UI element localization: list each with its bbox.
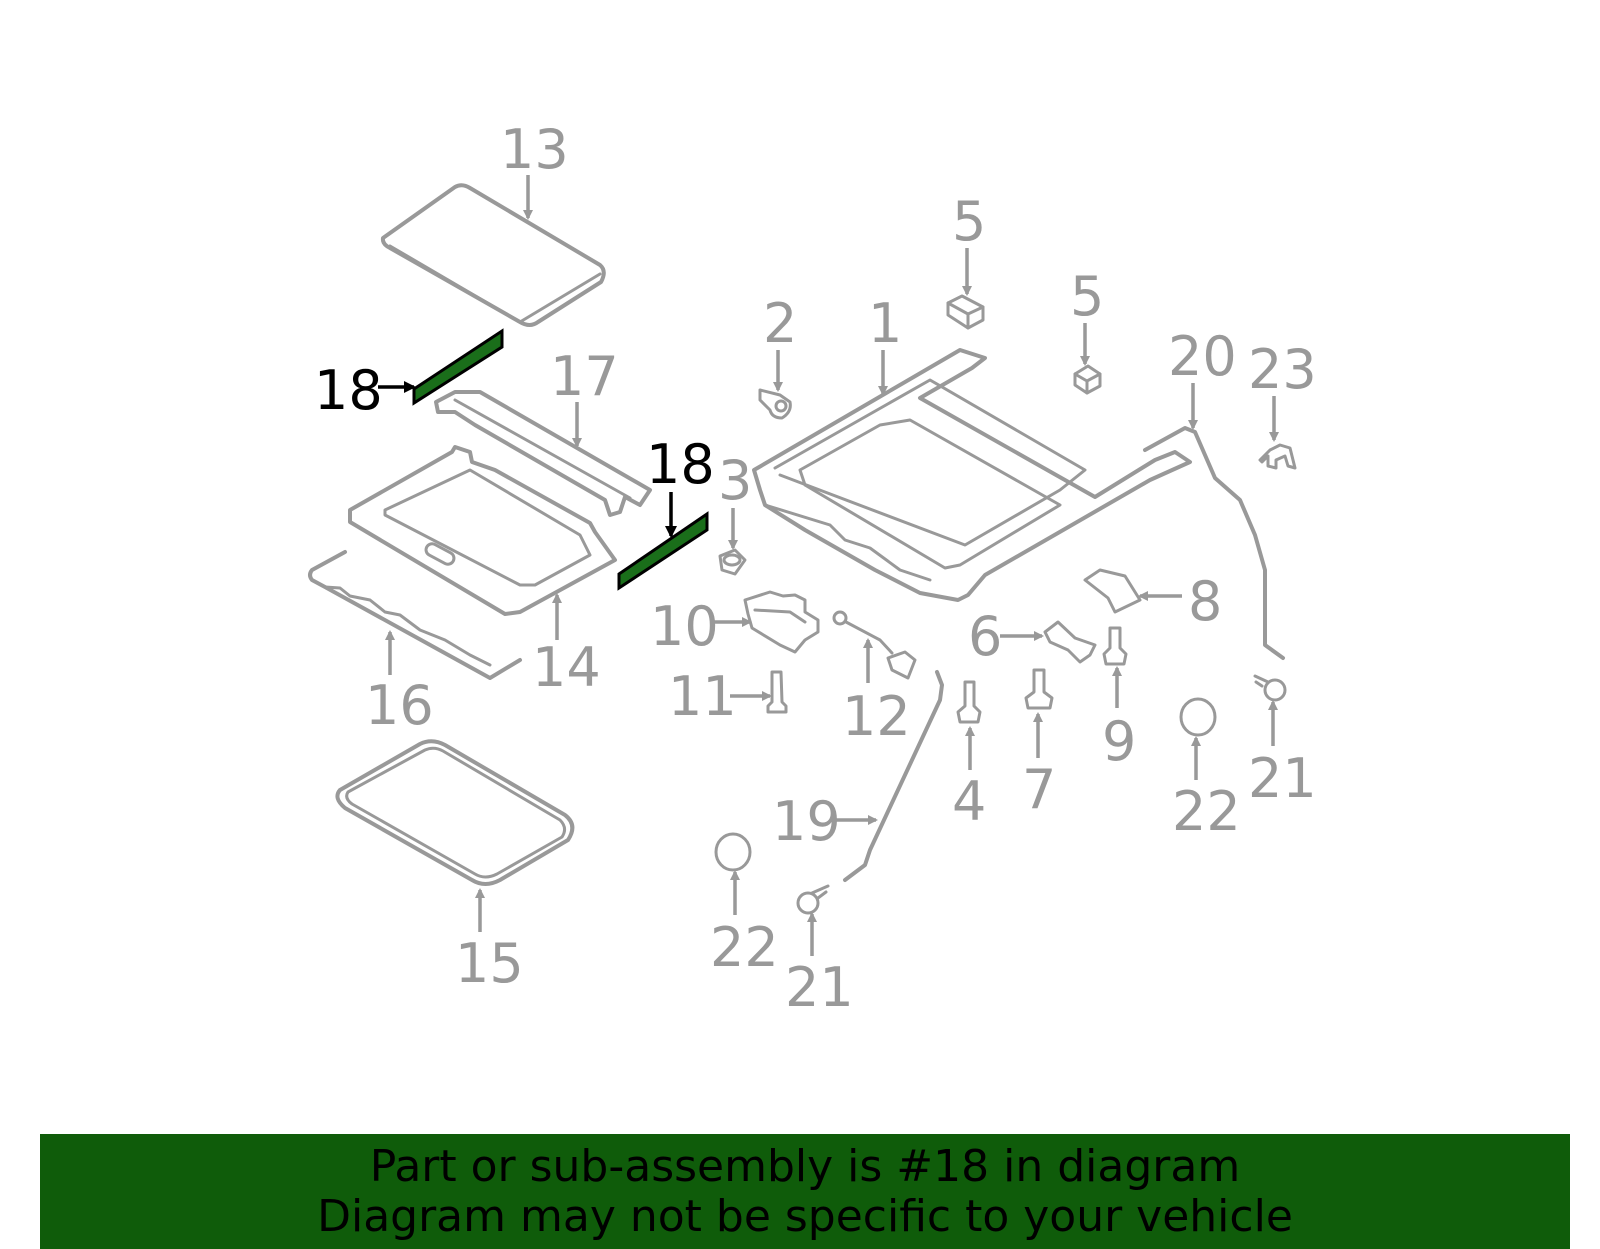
part-22-cap-right <box>1179 697 1217 737</box>
label-12: 12 <box>842 685 911 748</box>
label-4: 4 <box>952 770 986 833</box>
label-21-right: 21 <box>1248 747 1317 810</box>
info-banner: Part or sub-assembly is #18 in diagram D… <box>40 1134 1570 1249</box>
label-19: 19 <box>772 790 841 853</box>
part-15-seal <box>335 739 575 886</box>
part-5-block-b <box>1073 364 1102 395</box>
label-20: 20 <box>1168 325 1237 388</box>
label-16: 16 <box>365 674 434 737</box>
part-8-bracket <box>1083 568 1142 614</box>
banner-line-1: Part or sub-assembly is #18 in diagram <box>369 1140 1241 1192</box>
part-16-frame-strip <box>308 550 522 680</box>
part-13-glass-panel <box>380 183 606 327</box>
parts-diagram: 13 18 17 14 16 15 18 1 <box>308 118 1317 1019</box>
part-1-main-frame <box>752 348 1192 602</box>
label-9: 9 <box>1102 710 1136 773</box>
label-23: 23 <box>1248 338 1317 401</box>
label-10: 10 <box>650 595 719 658</box>
label-2: 2 <box>763 292 797 355</box>
part-19-drain-hose <box>843 670 944 882</box>
part-12-cable <box>832 610 917 680</box>
label-18-lower: 18 <box>646 433 715 496</box>
label-8: 8 <box>1188 570 1222 633</box>
label-18-upper: 18 <box>314 359 383 422</box>
part-22-cap-lower <box>714 832 752 872</box>
part-6-guide <box>1043 620 1097 664</box>
part-14-sunshade <box>348 445 617 616</box>
part-9-bolt <box>1102 626 1128 666</box>
part-7-bolt <box>1024 668 1054 710</box>
label-5-b: 5 <box>1070 265 1104 328</box>
part-17-frame-rail <box>434 390 652 517</box>
label-22-lower: 22 <box>710 916 779 979</box>
label-3: 3 <box>718 449 752 512</box>
label-7: 7 <box>1022 758 1056 821</box>
part-23-bracket <box>1258 443 1297 470</box>
part-3-grommet <box>718 548 747 576</box>
part-10-motor <box>743 590 820 654</box>
part-4-bolt <box>956 680 982 724</box>
label-22-right: 22 <box>1172 780 1241 843</box>
label-14: 14 <box>532 636 601 699</box>
label-5-a: 5 <box>952 190 986 253</box>
part-5-block-a <box>946 294 985 330</box>
part-21-clip-right <box>1253 674 1287 702</box>
part-18-lower-highlight <box>617 511 709 591</box>
part-18-upper-highlight <box>412 328 504 406</box>
banner-line-2: Diagram may not be specific to your vehi… <box>317 1190 1293 1242</box>
label-15: 15 <box>455 932 524 995</box>
label-13: 13 <box>500 118 569 181</box>
part-2-clip <box>758 388 792 420</box>
label-17: 17 <box>550 345 619 408</box>
part-21-clip-lower <box>796 884 830 915</box>
label-1: 1 <box>868 292 902 355</box>
label-6: 6 <box>968 605 1002 668</box>
label-21-lower: 21 <box>785 956 854 1019</box>
label-11: 11 <box>668 665 737 728</box>
part-11-bolt <box>766 670 788 714</box>
